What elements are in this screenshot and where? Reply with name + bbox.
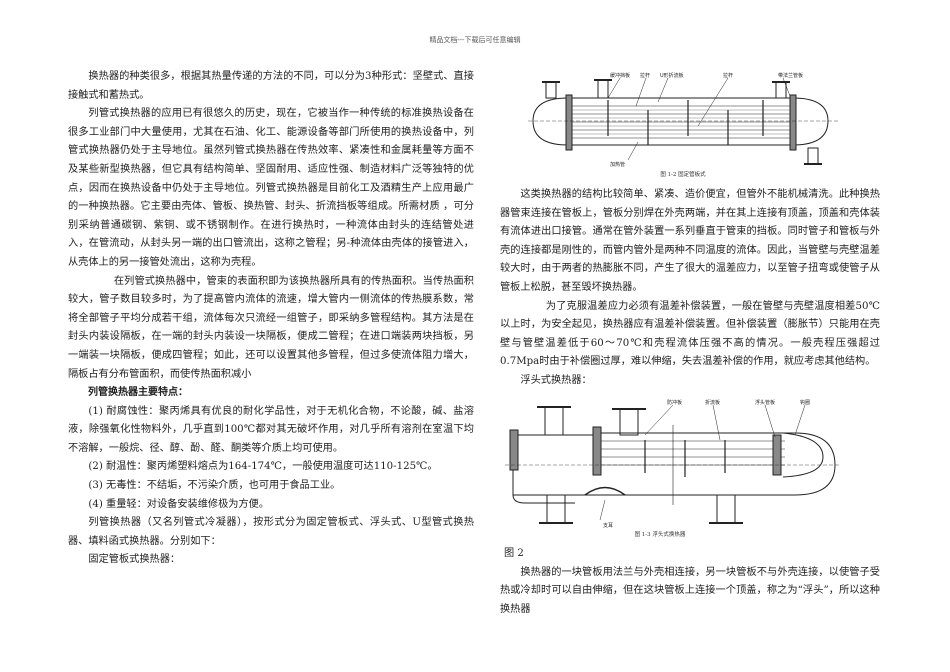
fixed-description-paragraph: 这类换热器的结构比较简单、紧凑、造价便宜，但管外不能机械清洗。此种换热器管束连接… (500, 189, 880, 293)
label-hook-ring: 钩圈 (800, 399, 810, 406)
fixed-tubesheet-heading: 固定管板式换热器： (88, 554, 181, 566)
compensation-paragraph: 为了克服温差应力必须有温差补偿装置，一般在管壁与壳壁温度相差50℃以上时，为安全… (500, 300, 880, 368)
left-column: 换热器的种类很多，根据其热量传递的方法的不同，可以分为3种形式：坚壁式、直接接触… (68, 68, 474, 570)
right-column-bottom: 图 2 换热器的一块管板用法兰与外壳相连接，另一块管板不与外壳连接，以使管子受热… (500, 545, 880, 619)
label-heating-tube: 加热管 (610, 161, 625, 168)
feature-item: (1) 耐腐蚀性：聚丙烯具有优良的耐化学品性，对于无机化合物，不论酸，碱、盐溶液… (68, 405, 474, 454)
right-column: 这类换热器的结构比较简单、紧凑、造价便宜，但管外不能机械清洗。此种换热器管束连接… (500, 186, 880, 391)
label-tie-rod-2: 拉杆 (723, 72, 733, 79)
floating-head-diagram: 防冲板 折流板 浮头管板 钩圈 支耳 图 1-3 浮头式换热器 (505, 395, 845, 545)
label-buffer-baffle: 缓冲挡板 (610, 72, 630, 79)
intro-paragraph: 换热器的种类很多，根据其热量传递的方法的不同，可以分为3种形式：坚壁式、直接接触… (68, 71, 474, 101)
multi-pass-paragraph: 在列管式换热器中，管束的表面积即为该换热器所具有的传热面积。当传热面积较大，管子… (68, 275, 474, 380)
figure2-caption: 图 1-3 浮头式换热器 (634, 532, 686, 538)
label-baffle: 折流板 (705, 399, 720, 406)
label-tie-rod: 拉杆 (640, 72, 650, 79)
feature-item: (4) 重量轻：对设备安装维修极为方便。 (88, 498, 270, 510)
floating-head-paragraph: 换热器的一块管板用法兰与外壳相连接，另一块管板不与外壳连接，以使管子受热或冷却时… (500, 566, 880, 615)
floating-head-heading: 浮头式换热器： (520, 374, 592, 386)
label-impingement-plate: 防冲板 (667, 399, 682, 406)
label-support-lug: 支耳 (603, 522, 613, 529)
label-u-baffle: U形折流板 (660, 72, 684, 79)
tube-exchanger-paragraph: 列管式换热器的应用已有很悠久的历史，现在，它被当作一种传统的标准换热设备在很多工… (68, 108, 474, 268)
label-flanged-tubesheet: 带法兰管板 (778, 72, 803, 79)
types-paragraph: 列管换热器（又名列管式冷凝器），按形式分为固定管板式、浮头式、U型管式换热器、填… (68, 517, 474, 547)
fixed-exchanger-drawing: 缓冲挡板 拉杆 U形折流板 拉杆 带法兰管板 加热管 (528, 72, 838, 168)
feature-item: (3) 无毒性：不结垢，不污染介质，也可用于食品工业。 (88, 480, 341, 492)
floating-exchanger-drawing: 防冲板 折流板 浮头管板 钩圈 支耳 (505, 399, 840, 529)
fixed-tubesheet-diagram: 缓冲挡板 拉杆 U形折流板 拉杆 带法兰管板 加热管 图 1-2 固定管板式 (528, 70, 848, 180)
figure-2-label: 图 2 (504, 548, 524, 559)
feature-item: (2) 耐温性：聚丙烯塑料熔点为164-174℃，一般使用温度可达110-125… (88, 461, 438, 473)
features-heading: 列管换热器主要特点： (88, 387, 188, 399)
figure1-caption: 图 1-2 固定管板式 (660, 172, 706, 178)
label-floating-tubesheet: 浮头管板 (755, 399, 775, 406)
page-header: 精品文档---下载后可任意编辑 (429, 36, 521, 44)
